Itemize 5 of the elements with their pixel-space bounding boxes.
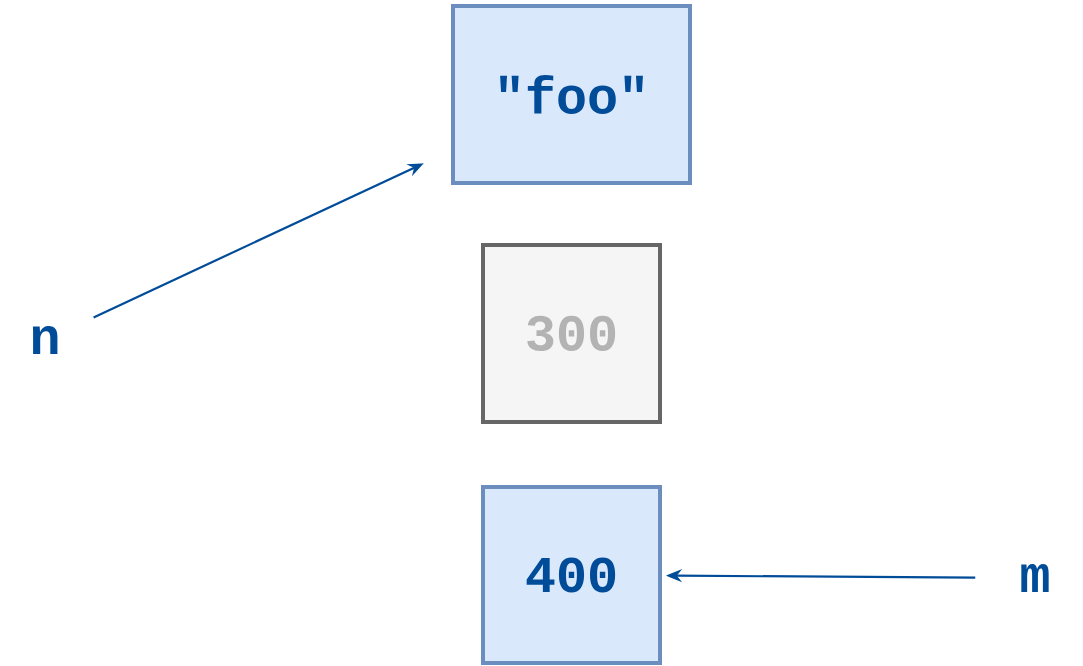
variable-label: m	[1021, 564, 1049, 592]
variable-label: n	[32, 326, 58, 354]
value-box: "foo"	[451, 4, 692, 185]
value-box: 400	[481, 485, 662, 665]
value-box: 300	[481, 243, 662, 424]
